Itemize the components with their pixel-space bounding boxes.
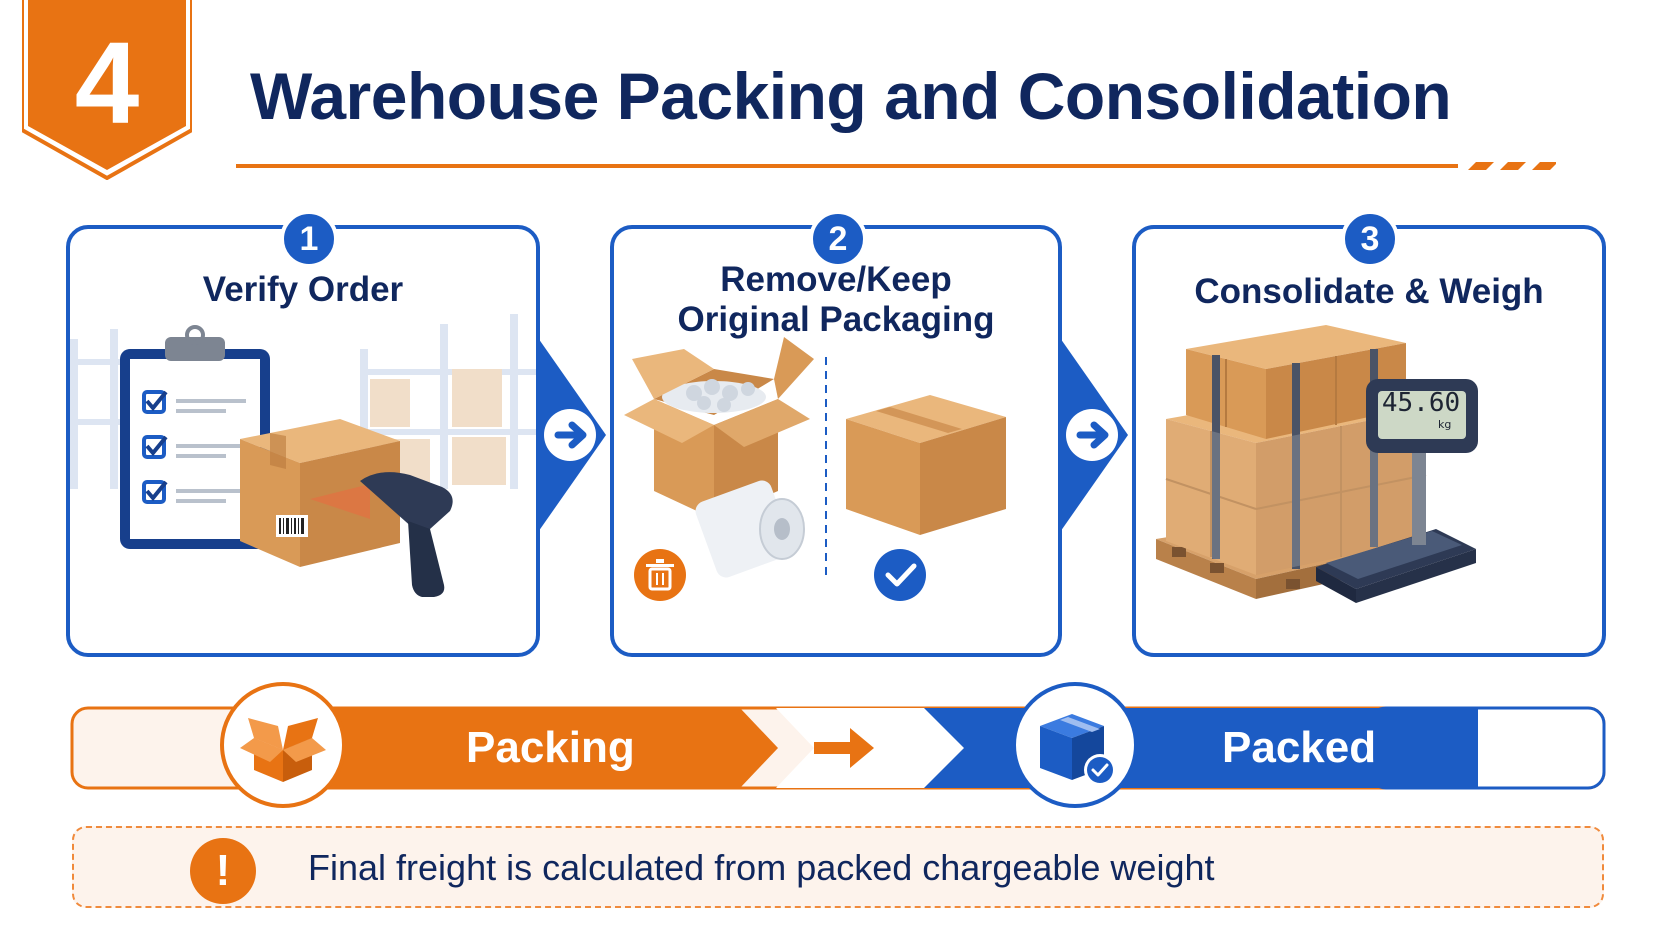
clipboard-checklist-icon — [120, 325, 270, 549]
barcode-scanner-icon — [360, 472, 453, 597]
bubble-wrap-roll-icon — [695, 480, 805, 578]
weighing-scale-icon — [1316, 379, 1478, 603]
check-icon — [874, 549, 926, 601]
status-band — [70, 706, 1606, 790]
packaging-illustration — [624, 337, 1006, 601]
packed-box-check-icon — [1040, 714, 1116, 786]
cardboard-box-icon — [240, 419, 400, 567]
trash-icon — [634, 549, 686, 601]
step-card-consolidate-weigh: Consolidate & Weigh — [1132, 225, 1606, 657]
arrow-right-icon — [814, 728, 874, 768]
arrow-right-icon — [554, 421, 587, 449]
step-connector-1 — [536, 335, 606, 535]
closed-box-icon — [846, 395, 1006, 535]
status-packing-label: Packing — [466, 723, 635, 772]
open-box-icon — [240, 718, 326, 782]
section-badge — [22, 0, 192, 180]
arrow-right-icon — [1076, 421, 1109, 449]
packed-status-icon-holder — [1012, 682, 1138, 808]
step-card-remove-keep-packaging: Remove/Keep Original Packaging — [610, 225, 1062, 657]
scale-display-value: 45.60 — [1381, 388, 1461, 418]
status-packed-label: Packed — [1222, 723, 1377, 772]
scale-display-unit: kg — [1438, 418, 1452, 431]
freight-note-text: Final freight is calculated from packed … — [308, 847, 1215, 888]
page-title: Warehouse Packing and Consolidation — [250, 59, 1452, 133]
section-number: 4 — [74, 18, 140, 148]
step-connector-2 — [1058, 335, 1128, 535]
freight-note — [72, 826, 1604, 908]
consolidate-illustration — [1156, 325, 1478, 603]
step-card-verify-order: Verify Order — [66, 225, 540, 657]
verify-order-illustration — [70, 314, 536, 597]
packing-status-icon-holder — [220, 682, 346, 808]
step-number-1: 1 — [280, 210, 338, 268]
palletized-boxes-icon — [1156, 325, 1436, 599]
step-title-line-2: Original Packaging — [677, 300, 995, 339]
step-title-consolidate-weigh: Consolidate & Weigh — [1194, 272, 1544, 311]
step-title-verify-order: Verify Order — [202, 270, 404, 309]
step-number-2: 2 — [809, 210, 867, 268]
step-number-3: 3 — [1341, 210, 1399, 268]
open-box-with-packing-peanuts-icon — [624, 337, 814, 519]
exclamation-icon: ! — [190, 838, 256, 904]
title-underline — [236, 162, 1556, 170]
